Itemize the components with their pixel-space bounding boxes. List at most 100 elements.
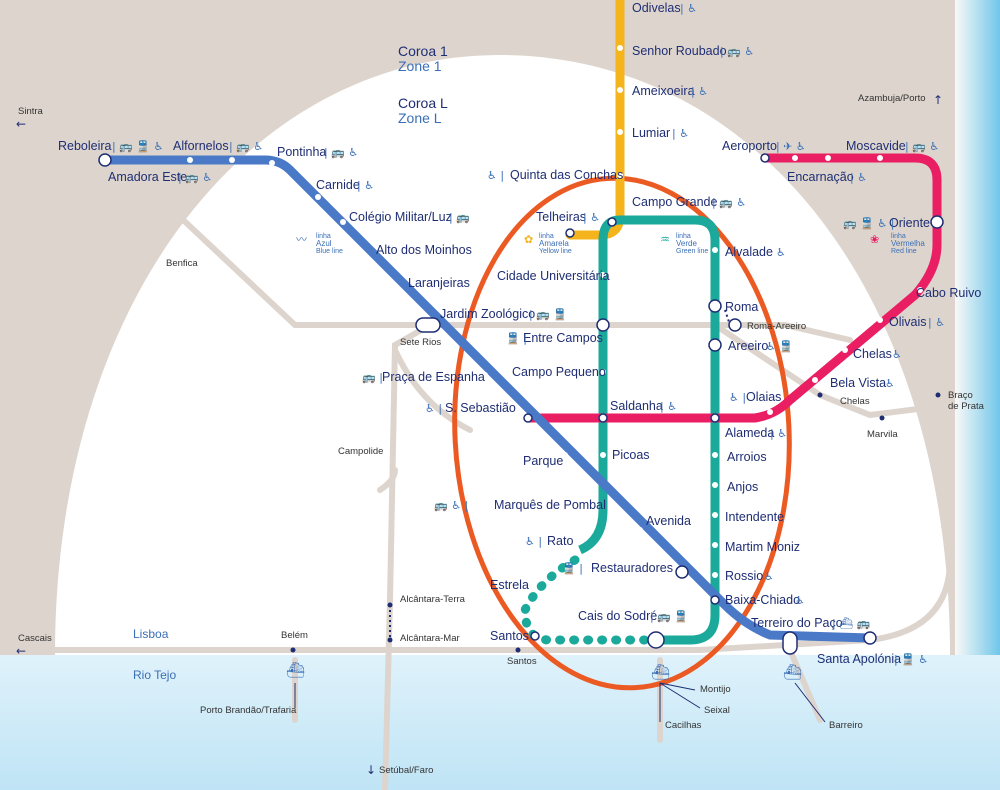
- station-amadora-este[interactable]: Amadora Este: [108, 170, 187, 184]
- station-encarnacao[interactable]: Encarnação: [787, 170, 854, 184]
- station-cais-do-sodre[interactable]: Cais do Sodré: [578, 609, 657, 623]
- station-baixa-chiado[interactable]: Baixa-Chiado: [725, 593, 800, 607]
- station-rato[interactable]: Rato: [547, 534, 573, 548]
- accessible-icon: ♿: [795, 594, 805, 607]
- station-senhor-roubado[interactable]: Senhor Roubado: [632, 44, 727, 58]
- station-olivais[interactable]: Olivais: [889, 315, 927, 329]
- station-intendente[interactable]: Intendente: [725, 510, 784, 524]
- rail-de-prata: de Prata: [948, 401, 985, 412]
- ferry-seixal: Seixal: [704, 705, 730, 716]
- green-line-icon: ♒: [660, 233, 670, 246]
- arrow-up-icon: ↑: [933, 93, 943, 107]
- bus-icon: | ⛴ 🚌: [832, 617, 871, 630]
- bus-icon: 🚌 🚆 ♿ |: [843, 217, 894, 230]
- arrow-left-icon: ←: [16, 117, 26, 131]
- bus-icon: | 🚌 🚆: [650, 610, 688, 623]
- station-praca-de-espanha[interactable]: Praça de Espanha: [382, 370, 485, 384]
- station-jardim-zoologico[interactable]: Jardim Zoológico: [440, 307, 535, 321]
- boat-icon: ⛴: [783, 663, 802, 681]
- legend-yellow: ✿ linha Amarela Yellow line: [524, 233, 572, 255]
- station-aeroporto[interactable]: Aeroporto: [722, 139, 777, 153]
- train-icon: 🚆 |: [562, 562, 583, 575]
- station-moscavide[interactable]: Moscavide: [846, 139, 906, 153]
- train-icon: 🚆 |: [506, 332, 527, 345]
- accessible-icon: | ♿: [583, 211, 600, 224]
- rail-santos: Santos: [507, 656, 537, 667]
- station-ameixoeira[interactable]: Ameixoeira: [632, 84, 695, 98]
- legend-yellow-en: Yellow line: [539, 248, 572, 255]
- accessible-icon: ♿: [776, 246, 786, 259]
- station-entre-campos[interactable]: Entre Campos: [523, 331, 603, 345]
- accessible-icon: | ♿: [672, 127, 689, 140]
- legend-blue-azul: Azul: [316, 239, 332, 248]
- river-tejo: [0, 655, 1000, 790]
- interchange-rings: [98, 153, 944, 655]
- station-picoas[interactable]: Picoas: [612, 448, 650, 462]
- station-s-sebastiao[interactable]: S. Sebastião: [445, 401, 516, 415]
- station-martim-moniz[interactable]: Martim Moniz: [725, 540, 800, 554]
- station-estrela[interactable]: Estrela: [490, 578, 529, 592]
- station-rossio[interactable]: Rossio: [725, 569, 763, 583]
- ferry-montijo: Montijo: [700, 684, 731, 695]
- station-avenida[interactable]: Avenida: [646, 514, 691, 528]
- station-parque[interactable]: Parque: [523, 454, 563, 468]
- rail-cascais: Cascais: [18, 633, 52, 644]
- station-roma[interactable]: Roma: [725, 300, 758, 314]
- station-cidade-universitaria[interactable]: Cidade Universitária: [497, 269, 610, 283]
- station-marques-de-pombal[interactable]: Marquês de Pombal: [494, 498, 606, 512]
- station-telheiras[interactable]: Telheiras: [536, 210, 586, 224]
- station-oriente[interactable]: Oriente: [889, 216, 930, 230]
- station-reboleira[interactable]: Reboleira: [58, 139, 112, 153]
- station-quinta-das-conchas[interactable]: Quinta das Conchas: [510, 168, 623, 182]
- station-santos[interactable]: Santos: [490, 629, 529, 643]
- station-carnide[interactable]: Carnide: [316, 178, 360, 192]
- station-alvalade[interactable]: Alvalade: [725, 245, 773, 259]
- rail-marvila: Marvila: [867, 429, 898, 440]
- station-pontinha[interactable]: Pontinha: [277, 145, 326, 159]
- station-olaias[interactable]: Olaias: [746, 390, 781, 404]
- station-arroios[interactable]: Arroios: [727, 450, 767, 464]
- boat-icon: ⛴: [651, 663, 670, 681]
- station-chelas[interactable]: Chelas: [853, 347, 892, 361]
- legend-blue-linha: linha: [316, 233, 331, 240]
- service-icons: | ♿ | 🚌 ♿ | ♿ | ♿ ♿ | | 🚌 ♿ | ♿ 🚆 | | ♿ …: [112, 2, 945, 666]
- bus-icon: | 🚌 ♿: [324, 146, 358, 159]
- rail-braco: Braço: [948, 390, 973, 401]
- accessible-icon: ♿ |: [487, 169, 504, 182]
- bus-icon: 🚌 ♿ |: [434, 499, 468, 512]
- station-campo-pequeno[interactable]: Campo Pequeno: [512, 365, 606, 379]
- station-terreiro-do-paco[interactable]: Terreiro do Paço: [751, 616, 843, 630]
- rail-sintra: Sintra: [18, 106, 44, 117]
- station-cabo-ruivo[interactable]: Cabo Ruivo: [916, 286, 981, 300]
- rail-stop-dots: [290, 392, 941, 653]
- rail-azambuja-porto: Azambuja/Porto: [858, 93, 926, 104]
- station-saldanha[interactable]: Saldanha: [610, 399, 663, 413]
- station-anjos[interactable]: Anjos: [727, 480, 758, 494]
- zone-1-label: Zone 1: [398, 58, 442, 74]
- zone-l-label: Zone L: [398, 110, 442, 126]
- station-colegio-militar[interactable]: Colégio Militar/Luz: [349, 210, 452, 224]
- bus-icon: | 🚌 ♿: [712, 196, 746, 209]
- accessible-icon: | ♿: [357, 179, 374, 192]
- station-areeiro[interactable]: Areeiro: [728, 339, 768, 353]
- green-line: [520, 215, 720, 645]
- station-odivelas[interactable]: Odivelas: [632, 1, 681, 15]
- accessible-icon: | ♿: [660, 400, 677, 413]
- bus-icon: | 🚌 🚆: [529, 308, 567, 321]
- station-santa-apolonia[interactable]: Santa Apolónia: [817, 652, 901, 666]
- legend-red: ❀ linha Vermelha Red line: [870, 233, 925, 255]
- station-campo-grande[interactable]: Campo Grande: [632, 195, 718, 209]
- station-alameda[interactable]: Alameda: [725, 426, 774, 440]
- legend-yellow-amarela: Amarela: [539, 239, 569, 248]
- station-alfornelos[interactable]: Alfornelos: [173, 139, 229, 153]
- bus-icon: | 🚌 🚆 ♿: [112, 140, 163, 153]
- station-restauradores[interactable]: Restauradores: [591, 561, 673, 575]
- station-bela-vista[interactable]: Bela Vista: [830, 376, 886, 390]
- station-lumiar[interactable]: Lumiar: [632, 126, 670, 140]
- rail-alcantara-mar: Alcântara-Mar: [400, 633, 460, 644]
- station-alto-dos-moinhos[interactable]: Alto dos Moinhos: [376, 243, 472, 257]
- arrow-down-icon: ↓: [366, 763, 376, 777]
- station-laranjeiras[interactable]: Laranjeiras: [408, 276, 470, 290]
- bus-icon: | 🚌 ♿: [178, 171, 212, 184]
